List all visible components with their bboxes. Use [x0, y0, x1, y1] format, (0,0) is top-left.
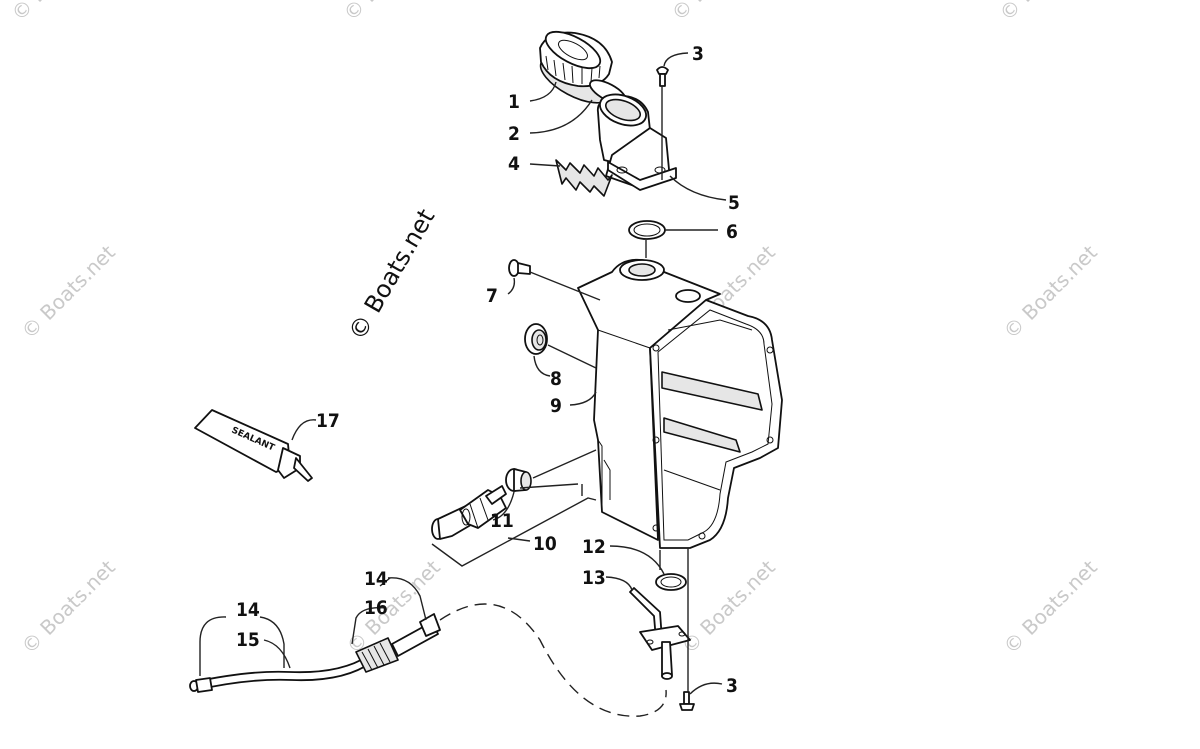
callout-15: 15 [236, 629, 260, 651]
watermark-layer: © B © B © B © B © Boats.net © Boats.net … [7, 0, 1102, 659]
callout-13: 13 [582, 567, 606, 589]
part-oil-tank [577, 258, 783, 549]
part-o-ring-lower [655, 573, 687, 591]
callout-5: 5 [728, 192, 740, 214]
part-sender-grommet [505, 468, 532, 492]
callout-2: 2 [508, 123, 520, 145]
callout-10: 10 [533, 533, 557, 555]
part-outlet-fitting [629, 587, 691, 680]
part-gas-cap [539, 30, 613, 104]
part-screw-bottom [679, 691, 695, 711]
watermark-text: © Boats.net [17, 240, 120, 343]
callout-3-top: 3 [692, 43, 704, 65]
watermark-text: © Boats.net [677, 555, 780, 658]
callout-16: 16 [364, 597, 388, 619]
watermark-text: © Boats.net [999, 555, 1102, 658]
callout-1: 1 [508, 91, 520, 113]
leader-lines [199, 52, 727, 695]
callout-11: 11 [490, 510, 514, 532]
watermark-main: © Boats.net [343, 204, 440, 345]
part-level-sender [431, 485, 507, 540]
part-inline-filter [355, 613, 441, 673]
part-screw-side [508, 259, 531, 277]
callout-7: 7 [486, 285, 498, 307]
callout-14-right: 14 [364, 568, 388, 590]
part-vent-hose [555, 159, 613, 197]
watermark-corner: © B [339, 0, 384, 26]
callout-6: 6 [726, 221, 738, 243]
callout-3-bottom: 3 [726, 675, 738, 697]
part-oil-hose [189, 655, 373, 693]
part-o-ring-upper [628, 220, 666, 240]
callout-4: 4 [508, 153, 520, 175]
part-filler-neck [596, 93, 677, 191]
watermark-text: © Boats.net [17, 555, 120, 658]
callout-9: 9 [550, 395, 562, 417]
watermark-corner: © B [995, 0, 1040, 26]
part-sealant-tube: SEALANT [194, 409, 313, 482]
hose-routing-dashed [439, 603, 667, 717]
callout-8: 8 [550, 368, 562, 390]
part-screw-top [656, 66, 669, 87]
watermark-corner: © B [7, 0, 52, 26]
callout-17: 17 [316, 410, 340, 432]
part-grommet [524, 323, 548, 355]
callout-14-left: 14 [236, 599, 260, 621]
watermark-corner: © B [667, 0, 712, 26]
callout-12: 12 [582, 536, 606, 558]
watermark-text: © Boats.net [999, 240, 1102, 343]
callout-labels: 1 2 3 4 5 6 7 8 9 10 11 12 13 14 14 15 1… [236, 43, 740, 697]
